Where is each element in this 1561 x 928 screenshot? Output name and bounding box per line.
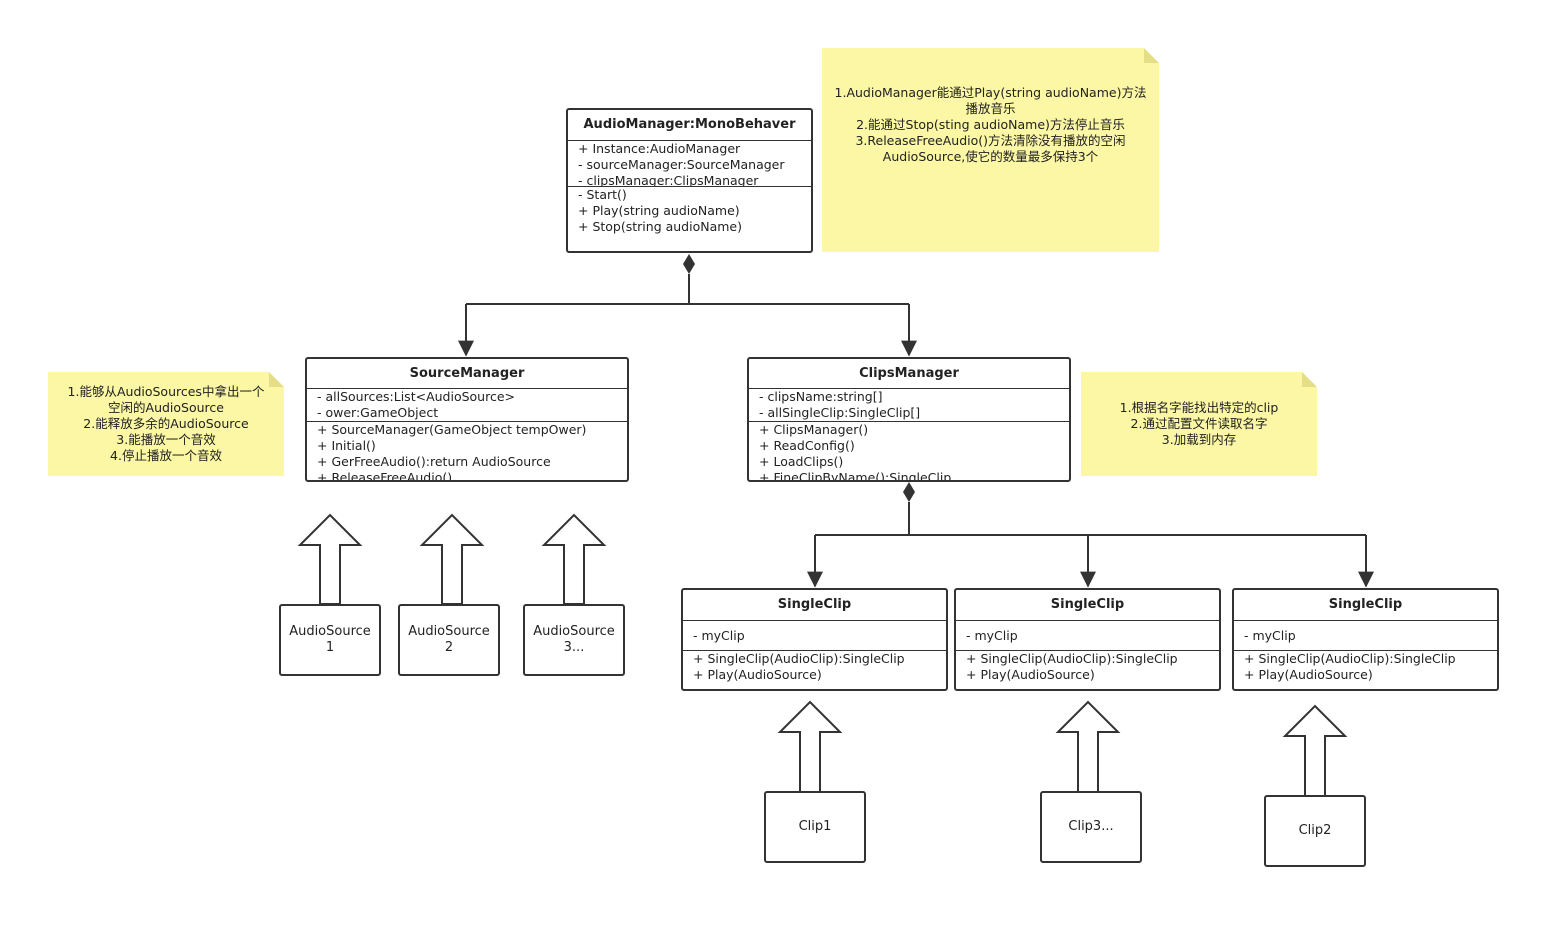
composition-diamond: [903, 482, 915, 502]
note-line: 播放音乐: [965, 101, 1016, 116]
attribute: - allSingleClip:SingleClip[]: [759, 405, 921, 420]
attribute: - myClip: [693, 627, 745, 643]
note-line: 空闲的AudioSource: [108, 400, 224, 415]
class-methods: - Start() + Play(string audioName) + Sto…: [568, 187, 811, 235]
class-methods: + SingleClip(AudioClip):SingleClip + Pla…: [1234, 651, 1497, 683]
method: + Play(AudioSource): [1244, 667, 1373, 682]
method: + Play(string audioName): [578, 203, 740, 218]
method: - Start(): [578, 187, 627, 202]
class-methods: + ClipsManager() + ReadConfig() + LoadCl…: [749, 422, 1069, 482]
class-single-clip-1[interactable]: SingleClip - myClip + SingleClip(AudioCl…: [681, 588, 948, 691]
class-attributes: - clipsName:string[] - allSingleClip:Sin…: [749, 389, 1069, 422]
class-single-clip-3[interactable]: SingleClip - myClip + SingleClip(AudioCl…: [1232, 588, 1499, 691]
method: + FineClipByName():SingleClip: [759, 470, 952, 482]
class-methods: + SingleClip(AudioClip):SingleClip + Pla…: [683, 651, 946, 683]
note-line: 3.能播放一个音效: [116, 432, 216, 447]
block-arrow-clip-3: [1055, 700, 1121, 793]
object-clip-2[interactable]: Clip2: [1264, 795, 1366, 867]
class-attributes: + Instance:AudioManager - sourceManager:…: [568, 141, 811, 187]
class-attributes: - myClip: [1234, 621, 1497, 651]
attribute: - allSources:List<AudioSource>: [317, 389, 516, 404]
class-attributes: - allSources:List<AudioSource> - ower:Ga…: [307, 389, 627, 422]
class-title: SingleClip: [956, 590, 1219, 621]
block-arrow-audio-source-3: [541, 513, 607, 605]
method: + Play(AudioSource): [966, 667, 1095, 682]
attribute: - sourceManager:SourceManager: [578, 157, 785, 172]
method: + Stop(string audioName): [578, 219, 742, 234]
method: + Play(AudioSource): [693, 667, 822, 682]
note-fold: [1144, 48, 1159, 63]
block-arrow-clip-1: [777, 700, 843, 793]
method: + SourceManager(GameObject tempOwer): [317, 422, 587, 437]
note-fold: [269, 372, 284, 387]
class-title: SingleClip: [683, 590, 946, 621]
method: + SingleClip(AudioClip):SingleClip: [693, 651, 905, 666]
block-arrow-audio-source-2: [419, 513, 485, 605]
block-arrow-audio-source-1: [297, 513, 363, 605]
note-line: 1.根据名字能找出特定的clip: [1119, 400, 1279, 415]
object-clip-3[interactable]: Clip3...: [1040, 791, 1142, 863]
note-line: 3.加载到内存: [1161, 432, 1237, 447]
attribute: - clipsManager:ClipsManager: [578, 173, 759, 187]
object-audio-source-1[interactable]: AudioSource1: [279, 604, 381, 676]
attribute: + Instance:AudioManager: [578, 141, 741, 156]
method: + ReadConfig(): [759, 438, 855, 453]
note-line: 3.ReleaseFreeAudio()方法清除没有播放的空闲: [855, 133, 1126, 148]
attribute: - clipsName:string[]: [759, 389, 883, 404]
note-line: 1.AudioManager能通过Play(string audioName)方…: [834, 85, 1147, 100]
method: + SingleClip(AudioClip):SingleClip: [966, 651, 1178, 666]
note-audio-manager: 1.AudioManager能通过Play(string audioName)方…: [822, 48, 1159, 252]
attribute: - myClip: [966, 627, 1018, 643]
class-clips-manager[interactable]: ClipsManager - clipsName:string[] - allS…: [747, 357, 1071, 482]
class-methods: + SingleClip(AudioClip):SingleClip + Pla…: [956, 651, 1219, 683]
object-audio-source-2[interactable]: AudioSource2: [398, 604, 500, 676]
class-single-clip-2[interactable]: SingleClip - myClip + SingleClip(AudioCl…: [954, 588, 1221, 691]
attribute: - myClip: [1244, 627, 1296, 643]
note-line: AudioSource,使它的数量最多保持3个: [882, 149, 1099, 164]
method: + GerFreeAudio():return AudioSource: [317, 454, 551, 469]
object-clip-1[interactable]: Clip1: [764, 791, 866, 863]
note-line: 2.通过配置文件读取名字: [1130, 416, 1268, 431]
note-line: 2.能释放多余的AudioSource: [83, 416, 249, 431]
method: + ReleaseFreeAudio(): [317, 470, 453, 482]
note-source-manager: 1.能够从AudioSources中拿出一个 空闲的AudioSource 2.…: [48, 372, 284, 476]
class-audio-manager[interactable]: AudioManager:MonoBehaver + Instance:Audi…: [566, 108, 813, 253]
note-line: 1.能够从AudioSources中拿出一个: [67, 384, 265, 399]
block-arrow-clip-2: [1282, 704, 1348, 797]
method: + Initial(): [317, 438, 376, 453]
class-attributes: - myClip: [683, 621, 946, 651]
note-clips-manager: 1.根据名字能找出特定的clip 2.通过配置文件读取名字 3.加载到内存: [1081, 372, 1317, 476]
class-title: SingleClip: [1234, 590, 1497, 621]
note-line: 4.停止播放一个音效: [110, 448, 222, 463]
method: + ClipsManager(): [759, 422, 869, 437]
note-line: 2.能通过Stop(sting audioName)方法停止音乐: [856, 117, 1125, 132]
attribute: - ower:GameObject: [317, 405, 439, 420]
class-title: ClipsManager: [749, 359, 1069, 389]
class-attributes: - myClip: [956, 621, 1219, 651]
class-source-manager[interactable]: SourceManager - allSources:List<AudioSou…: [305, 357, 629, 482]
method: + LoadClips(): [759, 454, 844, 469]
note-fold: [1302, 372, 1317, 387]
composition-diamond: [683, 254, 695, 274]
method: + SingleClip(AudioClip):SingleClip: [1244, 651, 1456, 666]
class-title: SourceManager: [307, 359, 627, 389]
class-methods: + SourceManager(GameObject tempOwer) + I…: [307, 422, 627, 482]
object-audio-source-3[interactable]: AudioSource3...: [523, 604, 625, 676]
class-title: AudioManager:MonoBehaver: [568, 110, 811, 141]
